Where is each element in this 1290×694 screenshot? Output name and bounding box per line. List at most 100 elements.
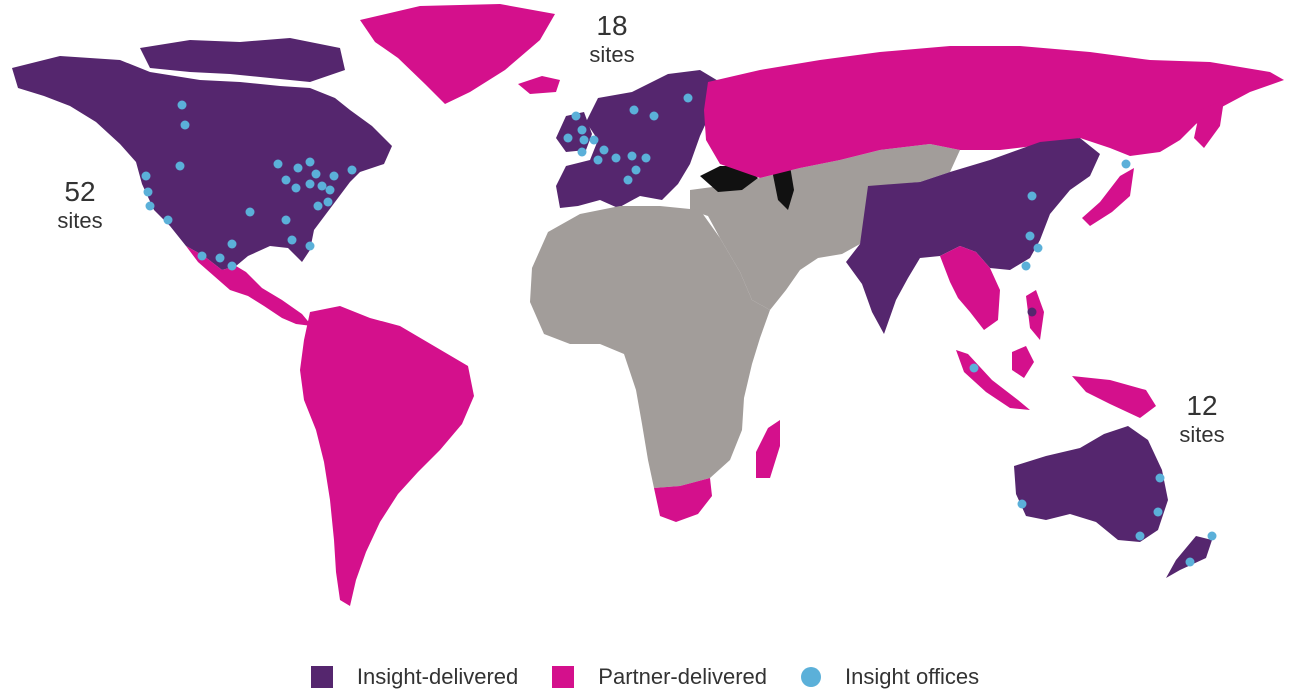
north-america-site-count: 52 sites (40, 176, 120, 233)
china-india (846, 138, 1100, 334)
legend-label-partner-delivered: Partner-delivered (598, 664, 768, 689)
office-dot (1153, 507, 1163, 517)
office-dot (629, 105, 639, 115)
office-dot (683, 93, 693, 103)
north-america-count: 52 (64, 176, 96, 207)
partner-delivered-swatch (552, 666, 575, 688)
arctic-islands (140, 38, 345, 82)
office-dot (281, 175, 291, 185)
office-dot (589, 135, 599, 145)
greenland (360, 4, 555, 104)
world-map (12, 4, 1284, 606)
office-dot (175, 161, 185, 171)
office-dot (1033, 243, 1043, 253)
office-dot (197, 251, 207, 261)
office-dot (180, 120, 190, 130)
office-dot (1185, 557, 1195, 567)
office-dot (1017, 499, 1027, 509)
office-dot (969, 363, 979, 373)
southern-africa (654, 478, 712, 522)
office-dot (599, 145, 609, 155)
office-dot (305, 241, 315, 251)
caspian-sea (772, 166, 794, 210)
europe-site-count: 18 sites (572, 10, 652, 67)
middle-east-central-asia (690, 144, 960, 310)
office-dot (577, 147, 587, 157)
office-dot (1121, 159, 1131, 169)
office-dot (273, 159, 283, 169)
office-dot (579, 135, 589, 145)
office-dot (143, 187, 153, 197)
office-dot (177, 100, 187, 110)
legend: Insight-delivered Partner-delivered Insi… (0, 660, 1290, 694)
black-sea (700, 166, 758, 192)
office-dot (245, 207, 255, 217)
legend-item-insight-delivered: Insight-delivered (310, 664, 519, 690)
new-guinea (1072, 376, 1156, 418)
asia-pacific-site-count: 12 sites (1162, 390, 1242, 447)
north-america-unit: sites (57, 208, 103, 234)
office-dot (305, 179, 315, 189)
western-europe (556, 70, 720, 208)
office-dot (329, 171, 339, 181)
insight-offices (141, 93, 1217, 567)
office-dot (163, 215, 173, 225)
russia (704, 46, 1284, 178)
office-dot (623, 175, 633, 185)
taiwan-marker (1027, 307, 1037, 317)
office-dot (281, 215, 291, 225)
office-dot (1027, 191, 1037, 201)
office-dot (291, 183, 301, 193)
north-america (12, 56, 392, 270)
australia (1014, 426, 1168, 542)
insight-delivered-swatch (310, 666, 333, 688)
office-dot (631, 165, 641, 175)
insight-offices-swatch (801, 667, 822, 687)
office-dot (627, 151, 637, 161)
europe-unit: sites (589, 42, 635, 68)
office-dot (227, 239, 237, 249)
kamchatka (1194, 100, 1224, 148)
legend-label-insight-delivered: Insight-delivered (356, 664, 519, 689)
office-dot (1207, 531, 1217, 541)
madagascar (756, 420, 780, 478)
office-dot (325, 185, 335, 195)
office-dot (311, 169, 321, 179)
borneo (1012, 346, 1034, 378)
mexico-central-america (186, 246, 312, 326)
office-dot (641, 153, 651, 163)
office-dot (145, 201, 155, 211)
office-dot (293, 163, 303, 173)
asia-pacific-unit: sites (1179, 422, 1225, 448)
office-dot (1155, 473, 1165, 483)
southeast-asia (940, 246, 1000, 330)
office-dot (611, 153, 621, 163)
legend-item-partner-delivered: Partner-delivered (552, 664, 767, 690)
legend-item-insight-offices: Insight offices (801, 664, 979, 690)
europe-count: 18 (596, 10, 628, 41)
office-dot (347, 165, 357, 175)
asia-pacific-count: 12 (1186, 390, 1218, 421)
japan (1082, 168, 1134, 226)
office-dot (1135, 531, 1145, 541)
office-dot (317, 181, 327, 191)
office-dot (323, 197, 333, 207)
south-america (300, 306, 474, 606)
iceland (518, 76, 560, 94)
office-dot (571, 111, 581, 121)
office-dot (563, 133, 573, 143)
africa (530, 206, 770, 488)
office-dot (313, 201, 323, 211)
office-dot (1021, 261, 1031, 271)
office-dot (215, 253, 225, 263)
office-dot (1025, 231, 1035, 241)
office-dot (141, 171, 151, 181)
office-dot (577, 125, 587, 135)
office-dot (649, 111, 659, 121)
office-dot (227, 261, 237, 271)
new-zealand (1166, 536, 1212, 578)
legend-label-insight-offices: Insight offices (845, 664, 980, 689)
office-dot (305, 157, 315, 167)
office-dot (593, 155, 603, 165)
office-dot (287, 235, 297, 245)
